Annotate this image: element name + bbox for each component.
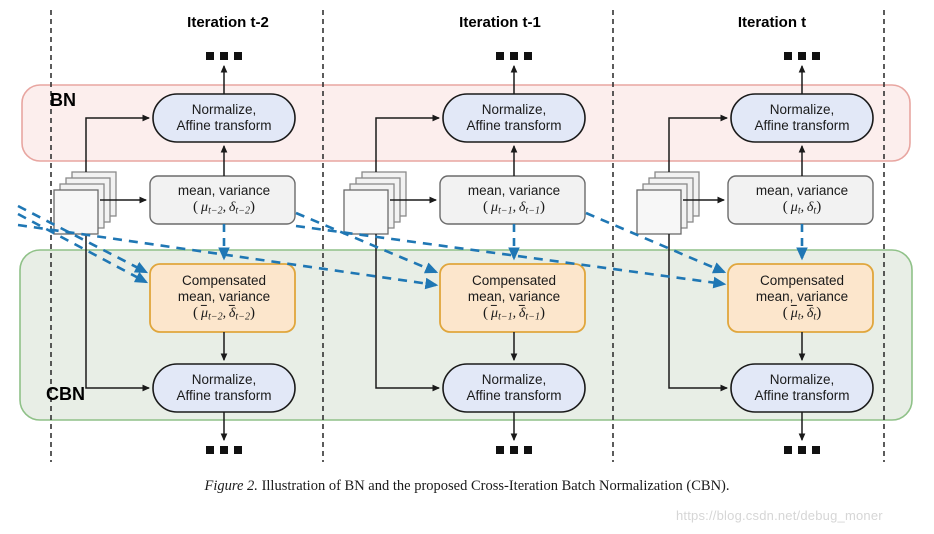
cross-iteration-dashed-arrows <box>17 204 727 290</box>
arrow-stack-to-bnnorm-t-2 <box>85 114 151 172</box>
mean-variance-box-t-2 <box>149 175 296 225</box>
compensated-box-t-1 <box>439 263 586 333</box>
column-t-1 <box>343 52 586 454</box>
cbn-normalize-box-t-1 <box>442 363 586 413</box>
ellipsis-bottom-t-1 <box>496 446 532 454</box>
arrow-stack-to-bnnorm-t-1 <box>375 114 441 172</box>
watermark-text: https://blog.csdn.net/debug_moner <box>676 508 883 523</box>
bn-region-label: BN <box>50 90 76 110</box>
bn-normalize-box-t-1 <box>442 93 586 143</box>
feature-map-stack-t <box>636 171 700 235</box>
cbn-region-label: CBN <box>46 384 85 404</box>
column-title-t: Iteration t <box>737 14 807 31</box>
column-t <box>636 52 874 454</box>
ellipsis-top-t-2 <box>206 52 242 60</box>
arrow-stack-to-bnnorm-t <box>668 114 729 172</box>
column-title-t-1: Iteration t-1 <box>459 14 541 31</box>
arrow-stack-to-cbnnorm-t <box>668 234 729 392</box>
figure-caption: Figure 2. Illustration of BN and the pro… <box>0 478 934 495</box>
column-dividers <box>50 10 885 462</box>
arrow-stack-to-cbnnorm-t-1 <box>375 234 441 392</box>
ellipsis-bottom-t-2 <box>206 446 242 454</box>
bn-normalize-box-t-2 <box>152 93 296 143</box>
feature-map-stack-t-1 <box>343 171 407 235</box>
column-title-t-2: Iteration t-2 <box>187 14 269 31</box>
mean-variance-box-t <box>727 175 874 225</box>
cbn-normalize-box-t-2 <box>152 363 296 413</box>
compensated-box-t <box>727 263 874 333</box>
dashed-prev-b-to-comp-t-2 <box>17 212 149 284</box>
mean-variance-box-t-1 <box>439 175 586 225</box>
ellipsis-top-t <box>784 52 820 60</box>
dashed-mv-t-2-to-comp-t <box>295 224 727 289</box>
cbn-normalize-box-t <box>730 363 874 413</box>
dashed-prev-a-to-comp-t-2 <box>17 204 149 274</box>
figure-caption-label: Figure 2. <box>204 478 258 494</box>
bn-normalize-box-t <box>730 93 874 143</box>
ellipsis-bottom-t <box>784 446 820 454</box>
compensated-box-t-2 <box>149 263 296 333</box>
feature-map-stack-t-2 <box>53 171 117 235</box>
ellipsis-top-t-1 <box>496 52 532 60</box>
column-t-2 <box>53 52 296 454</box>
arrow-stack-to-cbnnorm-t-2 <box>85 234 151 392</box>
dashed-prev-to-comp-t-1 <box>17 223 439 290</box>
figure-caption-text: Illustration of BN and the proposed Cros… <box>257 478 730 494</box>
